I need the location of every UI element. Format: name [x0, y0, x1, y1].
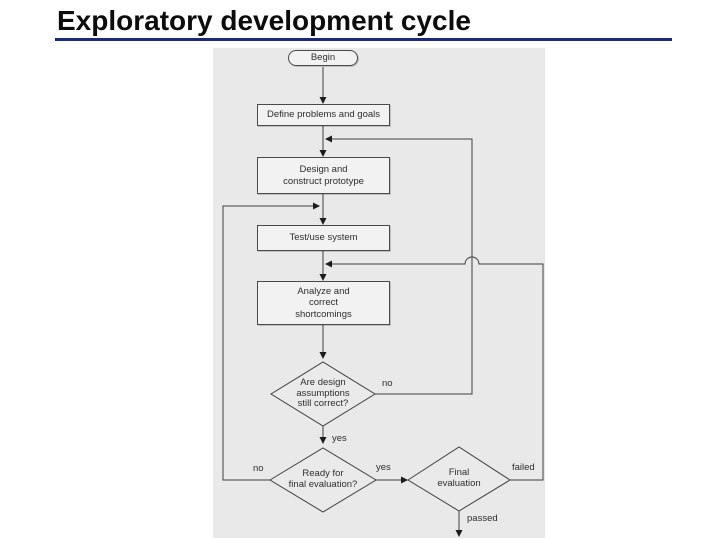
edge-label-ready-no: no: [253, 463, 264, 474]
page-title: Exploratory development cycle: [57, 5, 471, 36]
diagram-panel: Begin Define problems and goals Design a…: [213, 48, 545, 538]
edge-label-final-failed: failed: [512, 462, 535, 473]
title-underline: [55, 38, 672, 41]
arrowhead-into-test: [319, 218, 327, 225]
arrowhead-into-ready: [319, 437, 327, 444]
arrowhead-into-analyze: [319, 274, 327, 281]
flowchart-node-define-problems: Define problems and goals: [257, 104, 390, 126]
flowchart-decision-ready-label: Ready for final evaluation?: [288, 468, 358, 490]
edge-label-assumptions-yes: yes: [332, 433, 347, 444]
flowchart-node-analyze-shortcomings: Analyze and correct shortcomings: [257, 281, 390, 325]
edge-assumptions-no-feedback: [332, 138, 473, 395]
decision-diamond-ready: [269, 447, 377, 513]
arrowhead-into-design: [319, 150, 327, 157]
arrowhead-into-final: [401, 476, 408, 484]
flowchart-node-design-prototype: Design and construct prototype: [257, 157, 390, 194]
flowchart-connectors: [222, 67, 544, 537]
flow-lines: [222, 67, 544, 531]
edge-final-failed-feedback: [332, 256, 544, 481]
decision-diamond-assumptions: [270, 361, 376, 427]
arrowheads: [313, 97, 463, 537]
flowchart-decision-final-label: Final evaluation: [437, 467, 481, 489]
arrowhead-feedback-test: [313, 202, 320, 210]
edge-ready-no-feedback: [222, 205, 313, 481]
decision-diamond-final: [407, 446, 511, 512]
edge-label-ready-yes: yes: [376, 462, 391, 473]
arrowhead-feedback-design: [325, 135, 332, 143]
arrowhead-passed: [455, 530, 463, 537]
arrowhead-feedback-analyze: [325, 260, 332, 268]
edge-label-final-passed: passed: [467, 513, 498, 524]
flowchart-node-test-system: Test/use system: [257, 225, 390, 251]
arrowhead-into-assumptions: [319, 352, 327, 359]
flowchart-node-begin: Begin: [288, 50, 358, 66]
arrowhead-into-define: [319, 97, 327, 104]
edge-label-assumptions-no: no: [382, 378, 393, 389]
flowchart-decision-assumptions-label: Are design assumptions still correct?: [296, 377, 350, 410]
decision-diamonds: [269, 361, 511, 513]
